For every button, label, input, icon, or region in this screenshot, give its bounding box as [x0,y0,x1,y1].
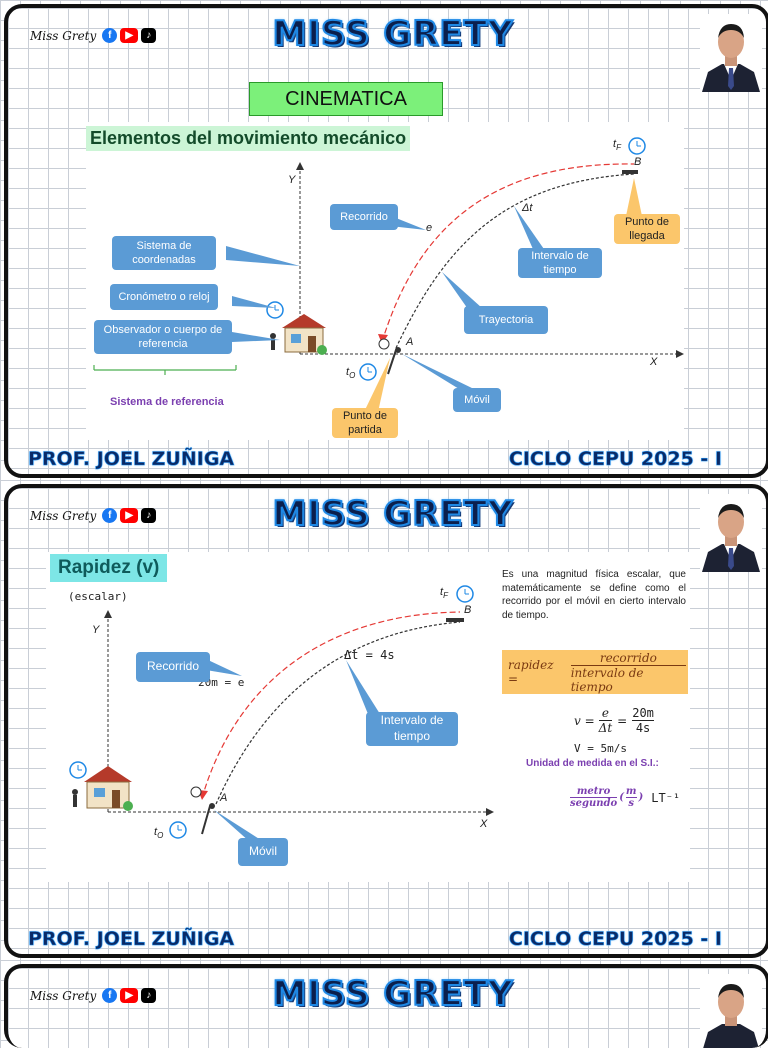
teacher-photo [700,974,762,1048]
slide-2-content: Rapidez (v) (escalar) [46,552,690,882]
symbol-b: B [464,604,472,616]
distance-path [201,611,461,799]
slide-1-heading: Elementos del movimiento mecánico [86,126,411,151]
axis-x-label: X [480,818,488,830]
banner-title: MISS GRETY [272,493,514,535]
social-bar: Miss Grety f ▶ ♪ [30,508,157,523]
observer-figure [270,333,276,350]
house-icon [282,314,327,355]
social-bar: Miss Grety f ▶ ♪ [30,988,157,1003]
clock-icon-start [359,363,377,381]
formula-rapidez: rapidez = recorrido intervalo de tiempo [508,651,686,694]
tiktok-icon[interactable]: ♪ [141,508,157,523]
symbol-t-zero: tO [154,826,164,841]
footer-course: CICLO CEPU 2025 - I [508,448,723,471]
facebook-icon[interactable]: f [102,508,118,523]
runner-figure [190,786,202,798]
axis-x-label: X [650,356,658,368]
symbol-e: e [426,222,433,234]
callout-sistema-coordenadas: Sistema de coordenadas [112,236,216,270]
callout-trayectoria: Trayectoria [464,306,548,334]
slide-2-heading: Rapidez (v) [50,554,168,582]
slide-panel-2: Miss Grety f ▶ ♪ MISS GRETY Rapidez (v) … [4,484,768,958]
clock-icon-left [266,301,284,319]
observer-figure [72,789,78,807]
axis-y-label: Y [288,174,296,186]
callout-movil: Móvil [238,838,288,866]
facebook-icon[interactable]: f [102,28,118,43]
callout-movil: Móvil [453,388,501,412]
symbol-delta-t: Δt [522,202,533,214]
symbol-t-final: tF [613,138,621,153]
house-icon [84,766,133,811]
banner-title: MISS GRETY [272,973,514,1015]
scalar-note: (escalar) [68,590,128,603]
teacher-photo [700,494,762,572]
topic-label: CINEMATICA [249,82,443,116]
footer-course: CICLO CEPU 2025 - I [508,928,723,951]
symbol-a: A [220,792,228,804]
trajectory-path [215,621,461,805]
unit-formula: metro segundo ( m s ) LT⁻¹ [570,786,681,809]
clock-icon-end [456,585,474,603]
callout-cronometro: Cronómetro o reloj [110,284,218,310]
teacher-photo [700,14,762,92]
symbol-a: A [406,336,414,348]
callout-recorrido: Recorrido [136,652,210,682]
social-bar: Miss Grety f ▶ ♪ [30,28,157,43]
unit-title: Unidad de medida en el S.I.: [526,758,659,769]
clock-icon-left [69,761,87,779]
slide-1-content: Elementos del movimiento mecánico [86,122,684,440]
callout-punto-llegada: Punto de llegada [614,214,680,244]
footer-teacher: PROF. JOEL ZUÑIGA [28,448,235,471]
tiktok-icon[interactable]: ♪ [141,28,157,43]
callout-punto-partida: Punto de partida [332,408,398,438]
rapidez-definition: Es una magnitud física escalar, que mate… [502,569,686,621]
slide-panel-1: Miss Grety f ▶ ♪ MISS GRETY CINEMATICA E… [4,4,768,478]
handwritten-v: V = 5m/s [574,742,627,755]
callout-recorrido: Recorrido [330,204,398,230]
sistema-referencia-label: Sistema de referencia [110,396,224,408]
symbol-b: B [634,156,642,168]
clock-icon-start [169,821,187,839]
footer-teacher: PROF. JOEL ZUÑIGA [28,928,235,951]
symbol-t-zero: tO [346,366,356,381]
brand-signature: Miss Grety [30,988,97,1003]
formula-velocity: v = e Δt = 20m 4s [574,706,654,735]
callout-intervalo-tiempo: Intervalo de tiempo [366,712,458,746]
callout-intervalo-tiempo: Intervalo de tiempo [518,248,602,278]
mobile-end [622,170,638,174]
slide-panel-3: Miss Grety f ▶ ♪ MISS GRETY [4,964,768,1048]
axis-y-label: Y [92,624,100,636]
facebook-icon[interactable]: f [102,988,118,1003]
brand-signature: Miss Grety [30,508,97,523]
youtube-icon[interactable]: ▶ [120,988,139,1003]
symbol-t-final: tF [440,586,448,601]
trajectory-path [395,173,635,349]
distance-path [381,163,635,343]
clock-icon-end [628,137,646,155]
callout-observador: Observador o cuerpo de referencia [94,320,232,354]
banner-title: MISS GRETY [272,13,514,55]
youtube-icon[interactable]: ▶ [120,508,139,523]
youtube-icon[interactable]: ▶ [120,28,139,43]
handwritten-dt: Δt = 4s [344,648,395,662]
motion-diagram-2 [69,585,688,842]
brand-signature: Miss Grety [30,28,97,43]
tiktok-icon[interactable]: ♪ [141,988,157,1003]
motion-diagram-1 [93,137,684,412]
runner-figure [378,338,390,350]
mobile-end [446,618,464,622]
